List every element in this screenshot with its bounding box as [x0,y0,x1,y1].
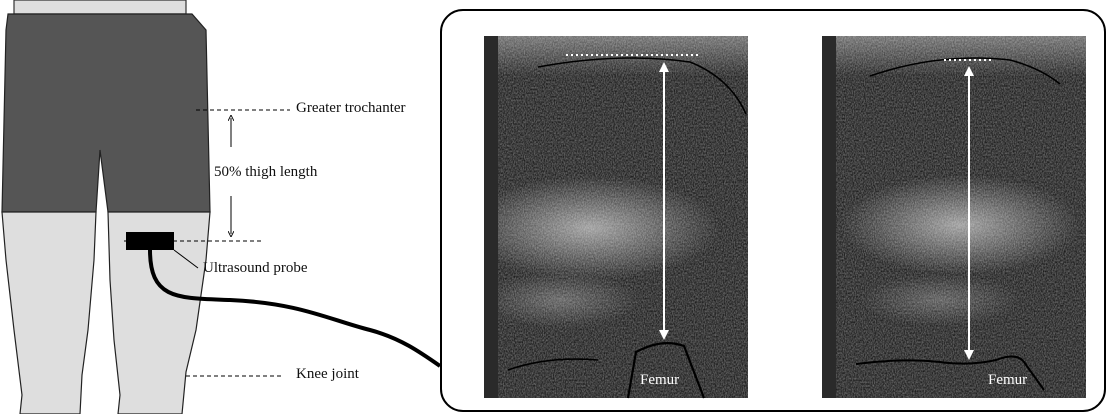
leg-illustration [2,0,440,414]
thigh-length-label: 50% thigh length [214,164,317,181]
left-leg [2,212,96,414]
femur-label-left: Femur [640,372,679,389]
ultrasound-image-left [460,36,748,398]
ultrasound-image-right [822,36,1086,398]
torso [14,0,186,14]
shorts [2,14,210,212]
femur-label-right: Femur [988,372,1027,389]
knee-joint-label: Knee joint [296,366,359,383]
ultrasound-probe-label: Ultrasound probe [203,260,308,277]
greater-trochanter-label: Greater trochanter [296,100,406,117]
